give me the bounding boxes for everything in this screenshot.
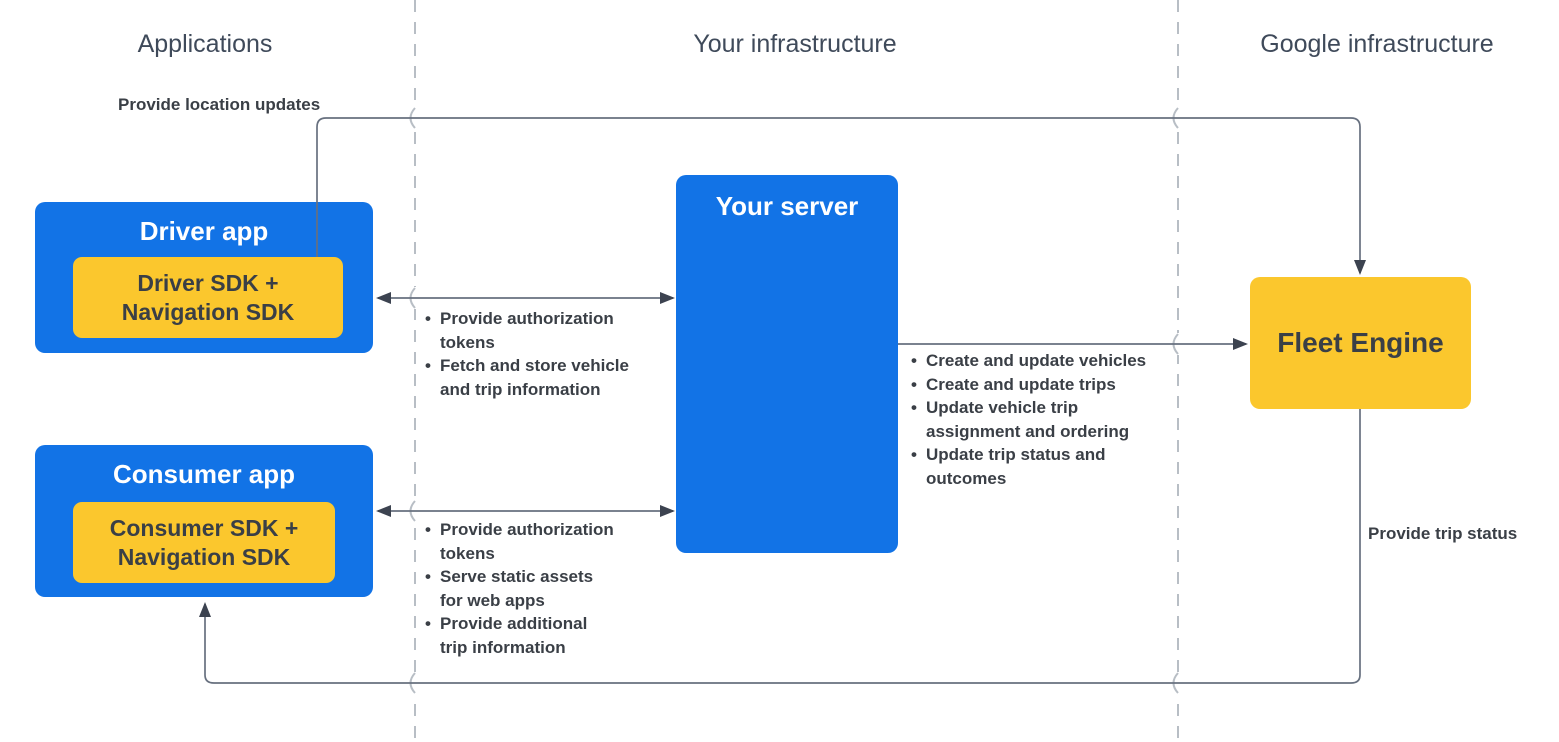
your-server-node: Your server [676,175,898,553]
list-item-line: Create and update vehicles [926,351,1147,370]
lane-header-google-infrastructure: Google infrastructure [1260,30,1494,58]
list-item-line: Create and update trips [926,374,1116,394]
consumer-sdk-node: Consumer SDK + Navigation SDK [73,502,335,583]
list-item: Create and update vehicles [911,349,1166,373]
lane-header-your-infrastructure: Your infrastructure [693,30,897,58]
list-item: Update trip status and outcomes [911,443,1166,490]
list-item: Fetch and store vehicle and trip informa… [425,354,655,401]
driver-sdk-node: Driver SDK + Navigation SDK [73,257,343,338]
your-server-title: Your server [715,191,859,221]
list-item: Provide authorization tokens [425,518,655,565]
list-item: Update vehicle trip assignment and order… [911,396,1166,443]
list-item-line: and trip information [440,379,601,399]
consumer-app-title: Consumer app [112,459,296,489]
list-item-line: outcomes [926,468,1007,488]
consumer-app-node: Consumer app Consumer SDK + Navigation S… [35,445,373,597]
list-item: Provide authorization tokens [425,307,655,354]
list-item-line: Provide authorization [440,520,614,539]
list-item-line: Update vehicle trip [926,398,1079,417]
list-item: Provide additional trip information [425,612,655,659]
list-item-line: tokens [440,543,495,563]
list-item-line: Provide authorization [440,309,614,328]
fleet-engine-node: Fleet Engine [1250,277,1471,409]
provide-location-updates-label: Provide location updates [118,95,321,114]
driver-app-title: Driver app [139,216,269,246]
list-item-line: Serve static assets [440,567,594,586]
lane-header-applications: Applications [137,30,273,58]
provide-trip-status-label: Provide trip status [1368,524,1518,543]
list-item-line: Provide additional [440,614,588,633]
list-item-line: Update trip status and [926,445,1106,464]
list-item-line: tokens [440,332,495,352]
list-item-line: assignment and ordering [926,421,1130,441]
list-item-line: Fetch and store vehicle [440,356,629,375]
driver-app-node: Driver app Driver SDK + Navigation SDK [35,202,373,353]
consumer-server-bullet-list: Provide authorization tokens Serve stati… [425,518,655,659]
list-item: Serve static assets for web apps [425,565,655,612]
list-item-line: trip information [440,637,566,657]
list-item: Create and update trips [911,373,1166,397]
server-fleet-bullet-list: Create and update vehicles Create and up… [911,349,1166,490]
list-item-line: for web apps [440,590,545,610]
driver-server-bullet-list: Provide authorization tokens Fetch and s… [425,307,655,401]
